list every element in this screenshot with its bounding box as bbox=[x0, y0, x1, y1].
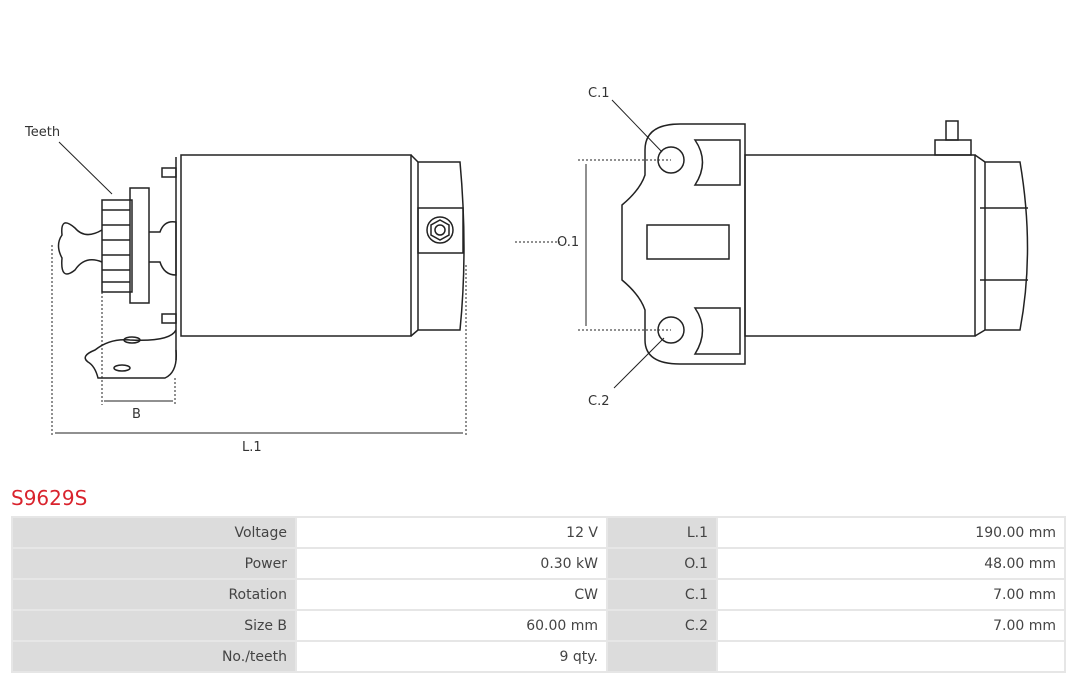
spec-value: 60.00 mm bbox=[297, 611, 606, 640]
product-code-title: S9629S bbox=[11, 486, 88, 510]
spec-label: L.1 bbox=[608, 518, 716, 547]
spec-value: 190.00 mm bbox=[718, 518, 1064, 547]
l1-label: L.1 bbox=[242, 440, 262, 455]
spec-value: 7.00 mm bbox=[718, 611, 1064, 640]
spec-label: Power bbox=[13, 549, 295, 578]
spec-label: O.1 bbox=[608, 549, 716, 578]
spec-value: 9 qty. bbox=[297, 642, 606, 671]
spec-label: No./teeth bbox=[13, 642, 295, 671]
o1-label: O.1 bbox=[557, 235, 579, 250]
spec-value: 0.30 kW bbox=[297, 549, 606, 578]
technical-drawing: Teeth B L.1 C.1 C.2 O.1 bbox=[24, 86, 1029, 455]
teeth-label: Teeth bbox=[24, 125, 60, 140]
spec-label: Voltage bbox=[13, 518, 295, 547]
front-view bbox=[515, 99, 1029, 389]
side-view bbox=[51, 141, 467, 435]
spec-label: C.1 bbox=[608, 580, 716, 609]
spec-value: CW bbox=[297, 580, 606, 609]
spec-label bbox=[608, 642, 716, 671]
c2-label: C.2 bbox=[588, 394, 609, 409]
spec-value: 7.00 mm bbox=[718, 580, 1064, 609]
spec-value: 12 V bbox=[297, 518, 606, 547]
spec-value bbox=[718, 642, 1064, 671]
spec-label: C.2 bbox=[608, 611, 716, 640]
spec-value: 48.00 mm bbox=[718, 549, 1064, 578]
spec-label: Size B bbox=[13, 611, 295, 640]
c1-label: C.1 bbox=[588, 86, 609, 101]
spec-label: Rotation bbox=[13, 580, 295, 609]
b-label: B bbox=[132, 407, 141, 422]
